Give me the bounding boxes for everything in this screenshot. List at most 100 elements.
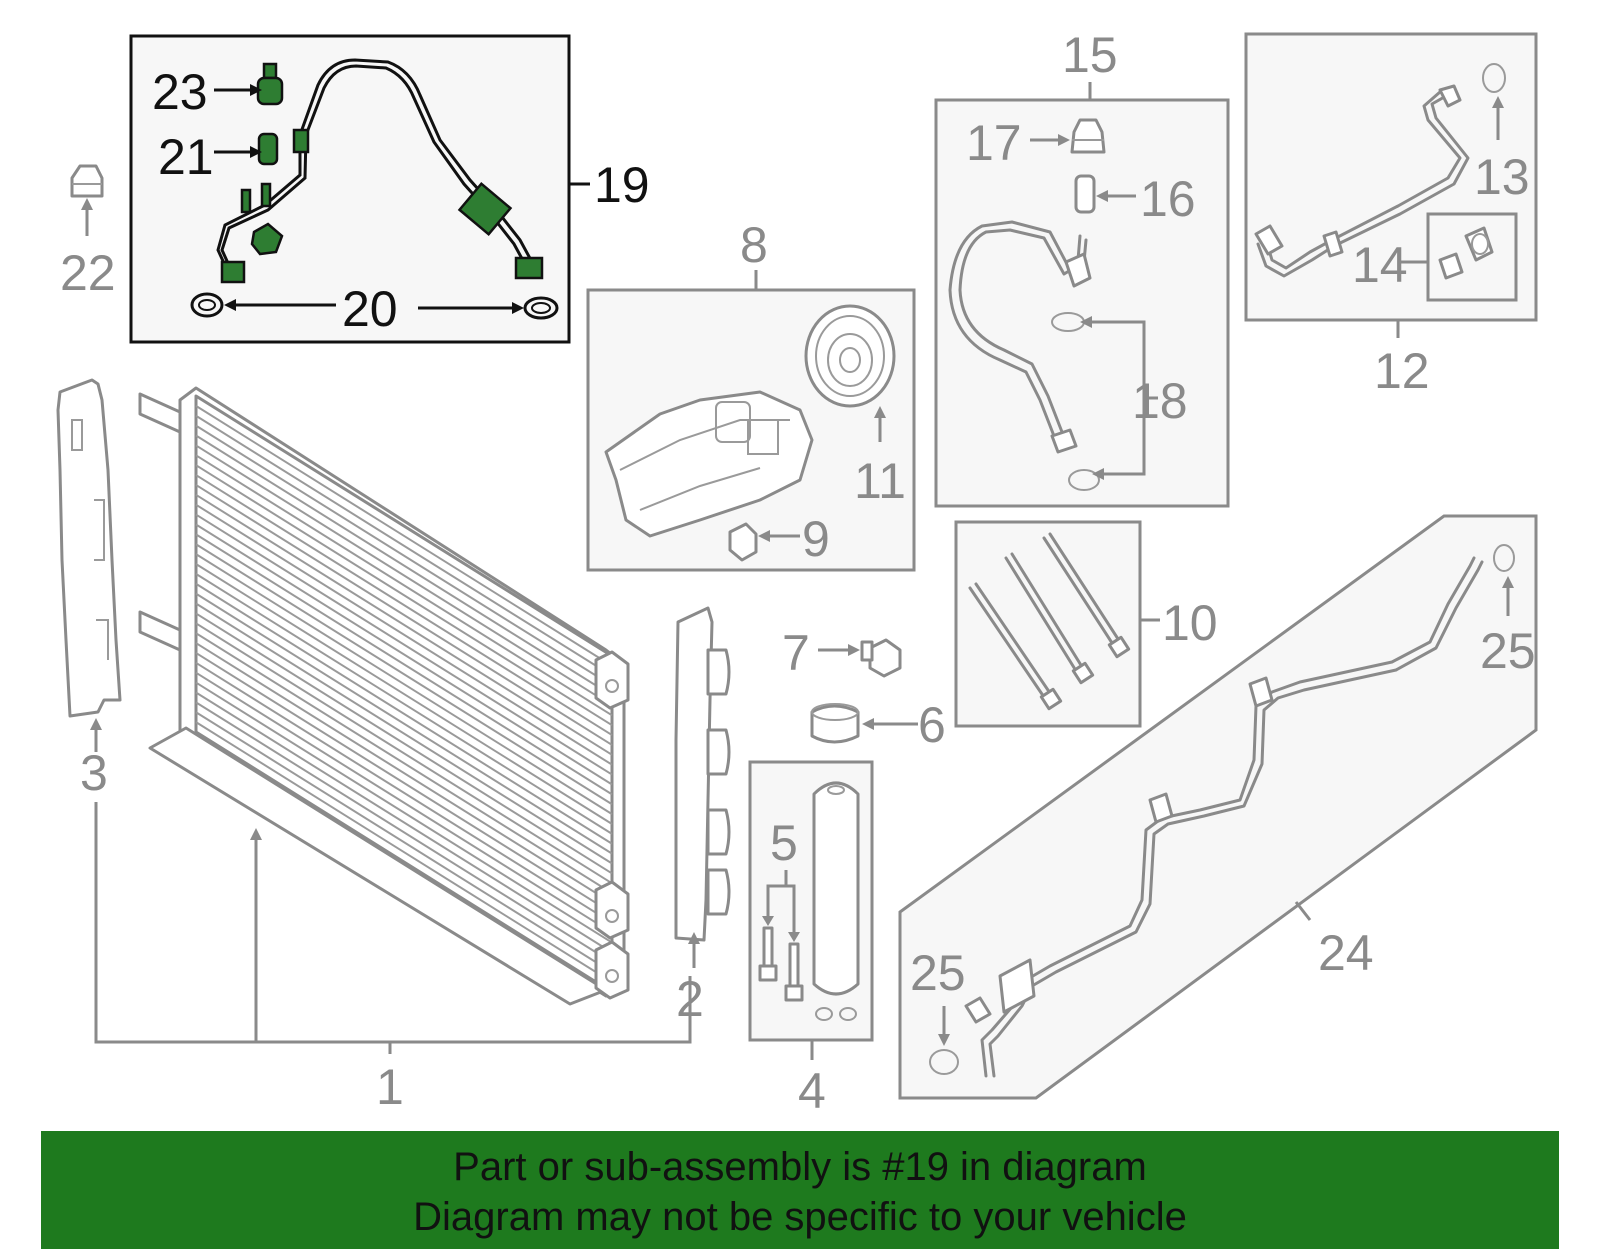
callout-19: 19 [594, 157, 650, 213]
condenser-fin [195, 691, 613, 954]
part-6-clamp[interactable]: 6 [810, 697, 946, 753]
hose-bracket [250, 222, 284, 256]
hose-crimp [292, 128, 310, 154]
condenser-fin [195, 622, 613, 885]
condenser-fin [195, 711, 613, 974]
part-16-valve[interactable] [1074, 174, 1096, 214]
callout-2: 2 [676, 971, 704, 1027]
condenser-fin [195, 671, 613, 934]
drier-canister [812, 781, 860, 996]
part-20-o-ring-right[interactable] [523, 296, 559, 320]
part-7-bolt[interactable]: 7 [782, 625, 902, 681]
group-19-box [129, 34, 571, 344]
condenser-fin [195, 592, 613, 855]
condenser-fin [195, 523, 613, 786]
callout-5: 5 [770, 815, 798, 871]
condenser-fin [195, 503, 613, 766]
callout-24: 24 [1318, 925, 1374, 981]
group-24-liquid-line[interactable]: 25 25 24 [898, 514, 1538, 1100]
condenser-fin [195, 454, 613, 717]
group-12-liquid-line[interactable]: 13 14 12 [1244, 32, 1538, 399]
callout-1: 1 [376, 1059, 404, 1115]
part-25-o-ring-top[interactable] [1493, 544, 1515, 572]
condenser-fin [195, 424, 613, 687]
condenser-fin [195, 632, 613, 895]
callout-7: 7 [782, 625, 810, 681]
callout-21: 21 [158, 129, 214, 185]
condenser-fin [195, 464, 613, 727]
condenser-fin [195, 721, 613, 983]
condenser-fin [195, 553, 613, 815]
part-17-cap[interactable] [1070, 118, 1106, 154]
condenser-fin [195, 533, 613, 796]
group-15-suction-hose[interactable]: 15 17 16 18 [934, 27, 1230, 508]
condenser-fin [195, 405, 613, 667]
condenser-fin [195, 444, 613, 707]
callout-23: 23 [152, 64, 208, 120]
condenser-fin [195, 573, 613, 835]
banner-line-1: Part or sub-assembly is #19 in diagram [453, 1145, 1147, 1189]
condenser-fin [195, 563, 613, 825]
callout-16: 16 [1140, 171, 1196, 227]
hose-muffler [457, 182, 513, 236]
condenser-fin [195, 484, 613, 746]
info-banner: Part or sub-assembly is #19 in diagram D… [41, 1131, 1559, 1249]
callout-22: 22 [60, 245, 116, 301]
part-11-pulley[interactable] [804, 304, 896, 408]
part-20-o-ring-left[interactable] [190, 292, 224, 318]
group-4-receiver-drier[interactable]: 5 4 [748, 760, 874, 1119]
part-1-condenser[interactable]: 1 [94, 386, 692, 1115]
part-3-air-deflector[interactable]: 3 [56, 378, 122, 801]
condenser-fins [195, 405, 613, 983]
callout-13: 13 [1474, 149, 1530, 205]
callout-9: 9 [802, 511, 830, 567]
part-9-switch[interactable] [728, 522, 758, 562]
callout-3: 3 [80, 745, 108, 801]
hose-fitting-left [220, 260, 246, 284]
condenser-fin [195, 701, 613, 964]
part-14-box[interactable] [1426, 212, 1518, 302]
part-22-cap[interactable]: 22 [60, 164, 116, 301]
hose-fitting-right [514, 256, 544, 280]
ac-hose-highlighted[interactable] [216, 58, 534, 273]
callout-8: 8 [740, 217, 768, 273]
condenser-fin [195, 434, 613, 697]
hose-port-1 [240, 188, 252, 214]
callout-15: 15 [1062, 27, 1118, 83]
part-13-o-ring[interactable] [1482, 63, 1506, 93]
condenser-fin [195, 414, 613, 677]
condenser-fin [195, 493, 613, 756]
callout-17: 17 [966, 115, 1022, 171]
part-2-air-deflector[interactable]: 2 [674, 606, 731, 1027]
callout-12: 12 [1374, 343, 1430, 399]
condenser-fin [195, 602, 613, 865]
callout-6: 6 [918, 697, 946, 753]
condenser-fin [195, 652, 613, 914]
part-5-bolts[interactable] [758, 926, 804, 1002]
callout-18: 18 [1132, 373, 1188, 429]
condenser-fin [195, 612, 613, 875]
condenser-fin [195, 513, 613, 776]
callout-11: 11 [854, 453, 906, 509]
group-19-hose-assembly[interactable]: 23 21 20 19 [129, 34, 650, 344]
callout-20: 20 [342, 281, 398, 337]
condenser-fin [195, 474, 613, 736]
part-23-valve-cap[interactable] [256, 62, 284, 106]
condenser-fin [195, 661, 613, 924]
hose-port-2 [260, 182, 272, 208]
callout-10: 10 [1162, 595, 1218, 651]
callout-4: 4 [798, 1063, 826, 1119]
group-10-bolts[interactable]: 10 [954, 520, 1218, 728]
part-21-valve[interactable] [257, 132, 279, 166]
callout-25-top: 25 [1480, 623, 1536, 679]
condenser-fin [195, 681, 613, 944]
group-15-box [934, 98, 1230, 508]
callout-25-bottom: 25 [910, 945, 966, 1001]
compressor-body [604, 390, 814, 538]
condenser-fin [195, 642, 613, 904]
banner-line-2: Diagram may not be specific to your vehi… [413, 1195, 1187, 1239]
condenser-fin [195, 582, 613, 845]
group-8-compressor[interactable]: 8 11 9 [586, 217, 916, 572]
part-25-o-ring-bottom[interactable] [929, 1049, 959, 1075]
